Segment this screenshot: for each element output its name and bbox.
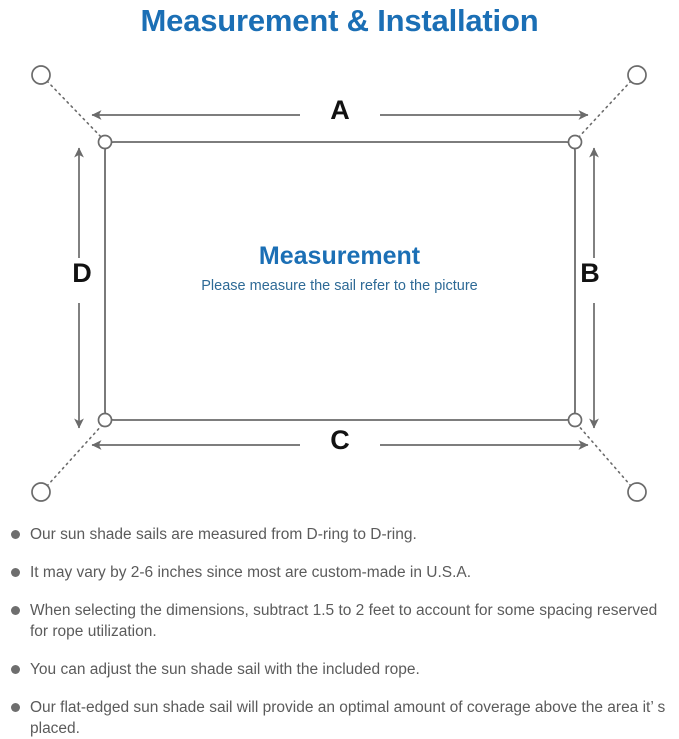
d-ring-top-left [97,134,113,150]
anchor-bottom-right [627,482,647,502]
list-item-text: It may vary by 2-6 inches since most are… [30,564,472,581]
list-item: Our sun shade sails are measured from D-… [0,524,679,545]
rope-line-top-right [576,80,632,140]
list-item: Our flat-edged sun shade sail will provi… [0,697,679,739]
sail-rectangle [104,141,576,421]
anchor-bottom-left [31,482,51,502]
d-ring-bottom-left [97,412,113,428]
page-title: Measurement & Installation [140,3,539,38]
bullet-icon [11,665,20,674]
rope-line-top-left [46,80,104,140]
list-item: It may vary by 2-6 inches since most are… [0,562,679,583]
list-item-text: You can adjust the sun shade sail with t… [30,661,420,678]
dimension-label-c: C [330,425,350,455]
rope-line-bottom-right [576,423,632,487]
dimension-label-b: B [580,258,600,288]
d-ring-top-right [567,134,583,150]
bullet-icon [11,703,20,712]
list-item-text: Our sun shade sails are measured from D-… [30,526,417,543]
list-item: You can adjust the sun shade sail with t… [0,659,679,680]
anchor-top-right [627,65,647,85]
notes-list: Our sun shade sails are measured from D-… [0,524,679,739]
diagram-svg [31,65,647,502]
list-item: When selecting the dimensions, subtract … [0,600,679,642]
bullet-icon [11,606,20,615]
list-item-text: Our flat-edged sun shade sail will provi… [30,699,666,737]
d-ring-bottom-right [567,412,583,428]
shade-sail-measurement-diagram: Measurement Please measure the sail refe… [0,45,679,515]
anchor-top-left [31,65,51,85]
dimension-label-d: D [72,258,92,288]
dimension-label-a: A [330,95,350,125]
bullet-icon [11,530,20,539]
bullet-icon [11,568,20,577]
list-item-text: When selecting the dimensions, subtract … [30,602,658,640]
rope-line-bottom-left [46,423,104,487]
